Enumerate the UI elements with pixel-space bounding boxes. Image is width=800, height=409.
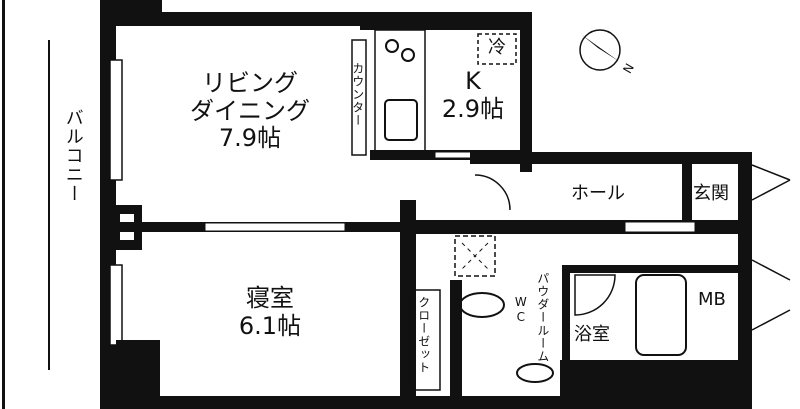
ldk-name-line2: ダイニング (190, 96, 310, 125)
kitchen-name: K (465, 67, 481, 95)
bath-label: 浴室 (574, 324, 610, 345)
bedroom-name: 寝室 (246, 284, 294, 312)
kitchen-size: 2.9帖 (441, 94, 505, 123)
compass-icon (579, 29, 621, 71)
ldk-label: リビング ダイニング 7.9帖 (160, 69, 340, 153)
ldk-name-line1: リビング (202, 69, 298, 97)
mb-label: MB (698, 289, 726, 310)
balcony-label: バルコニー (62, 108, 84, 203)
bedroom-size: 6.1帖 (238, 311, 302, 340)
fridge-label: 冷 (488, 37, 506, 58)
powder-room-label: パウダールーム (535, 272, 550, 363)
kitchen-label: K 2.9帖 (428, 67, 518, 123)
closet-label: クローゼット (416, 296, 431, 374)
hall-label: ホール (571, 183, 625, 204)
ldk-size: 7.9帖 (218, 124, 282, 153)
wc-label: WC (513, 295, 528, 325)
entrance-label: 玄関 (693, 183, 729, 204)
counter-label: カウンター (350, 62, 365, 127)
bedroom-label: 寝室 6.1帖 (210, 284, 330, 340)
